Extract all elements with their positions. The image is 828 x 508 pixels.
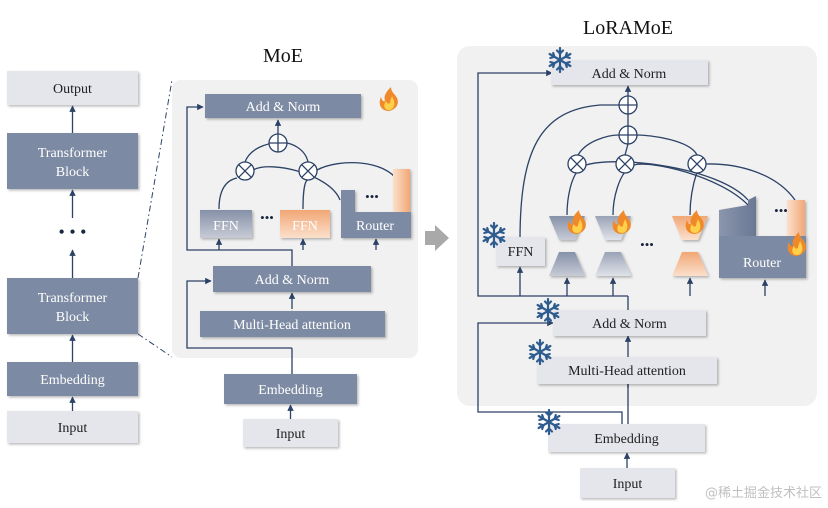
moe-ffn-dots: •••: [260, 210, 274, 225]
loramoe-multiply-2: [615, 154, 635, 174]
left-output-label: Output: [53, 82, 92, 97]
left-transformer-bottom-line1: Transformer: [38, 291, 108, 306]
loramoe-add-norm-top-label: Add & Norm: [592, 67, 667, 82]
loramoe-embedding: [548, 424, 705, 452]
moe-ffn-1: [200, 210, 252, 238]
moe-router-label: Router: [356, 219, 394, 234]
moe-add-norm-top-label: Add & Norm: [246, 100, 321, 115]
moe-router: [341, 169, 411, 238]
loramoe-panel: LoRAMoE: [457, 17, 817, 498]
loramoe-add-circle-inner: [618, 125, 638, 145]
loramoe-input-label: Input: [613, 477, 643, 492]
left-input-label: Input: [58, 421, 88, 436]
moe-add-circle: [268, 133, 288, 153]
loramoe-router: [719, 196, 806, 278]
loramoe-router-label: Router: [743, 256, 781, 271]
watermark: @稀土掘金技术社区: [705, 485, 822, 501]
left-embedding-box: [7, 362, 138, 396]
loramoe-add-circle-outer: [618, 95, 638, 115]
loramoe-attention: [537, 357, 717, 384]
moe-add-norm-mid: [213, 266, 371, 292]
moe-ffn-1-label: FFN: [213, 219, 239, 234]
loramoe-input: [580, 468, 675, 498]
left-output-box: [7, 71, 138, 105]
loramoe-add-norm-mid: [553, 310, 706, 336]
moe-embedding: [224, 374, 357, 404]
moe-ffn-2-label: FFN: [292, 219, 318, 234]
moe-add-norm-mid-label: Add & Norm: [255, 273, 330, 288]
moe-input: [243, 419, 338, 447]
moe-attention-label: Multi-Head attention: [233, 318, 351, 333]
moe-multiply-1: [235, 161, 255, 181]
moe-add-norm-top: [205, 94, 361, 118]
moe-multiply-2: [298, 161, 318, 181]
loramoe-embedding-label: Embedding: [594, 432, 659, 447]
moe-ffn-2: [280, 210, 330, 238]
moe-title: MoE: [263, 45, 303, 67]
left-transformer-bottom-line2: Block: [56, 310, 89, 325]
left-transformer-top-line2: Block: [56, 165, 89, 180]
loramoe-multiply-3: [687, 154, 707, 174]
loramoe-attention-label: Multi-Head attention: [568, 364, 686, 379]
loramoe-experts-dots: •••: [640, 237, 654, 252]
loramoe-multiply-1: [567, 154, 587, 174]
loramoe-connections: [477, 69, 796, 424]
moe-router-dots: •••: [365, 189, 379, 204]
loramoe-add-norm-mid-label: Add & Norm: [592, 317, 667, 332]
left-transformer-bottom: [7, 278, 138, 334]
loramoe-ffn-label: FFN: [508, 245, 534, 260]
left-ellipsis: • • •: [59, 222, 87, 242]
left-embedding-label: Embedding: [40, 373, 105, 388]
moe-input-label: Input: [276, 427, 306, 442]
left-transformer-top-line1: Transformer: [38, 146, 108, 161]
loramoe-router-dots: •••: [774, 203, 788, 218]
moe-panel: MoE Add & Norm FFN •••: [172, 45, 418, 447]
loramoe-title: LoRAMoE: [583, 17, 673, 39]
transition-arrow: [425, 225, 449, 251]
left-stack: Output Transformer Block • • • Transform…: [7, 71, 138, 443]
zoom-connector-lines: [137, 79, 173, 358]
left-input-box: [7, 411, 138, 443]
left-transformer-top: [7, 133, 138, 189]
moe-connections: [186, 103, 399, 374]
loramoe-add-norm-top: [551, 60, 708, 85]
moe-embedding-label: Embedding: [258, 383, 323, 398]
loramoe-panel-background: [457, 46, 817, 406]
moe-attention: [200, 311, 385, 337]
